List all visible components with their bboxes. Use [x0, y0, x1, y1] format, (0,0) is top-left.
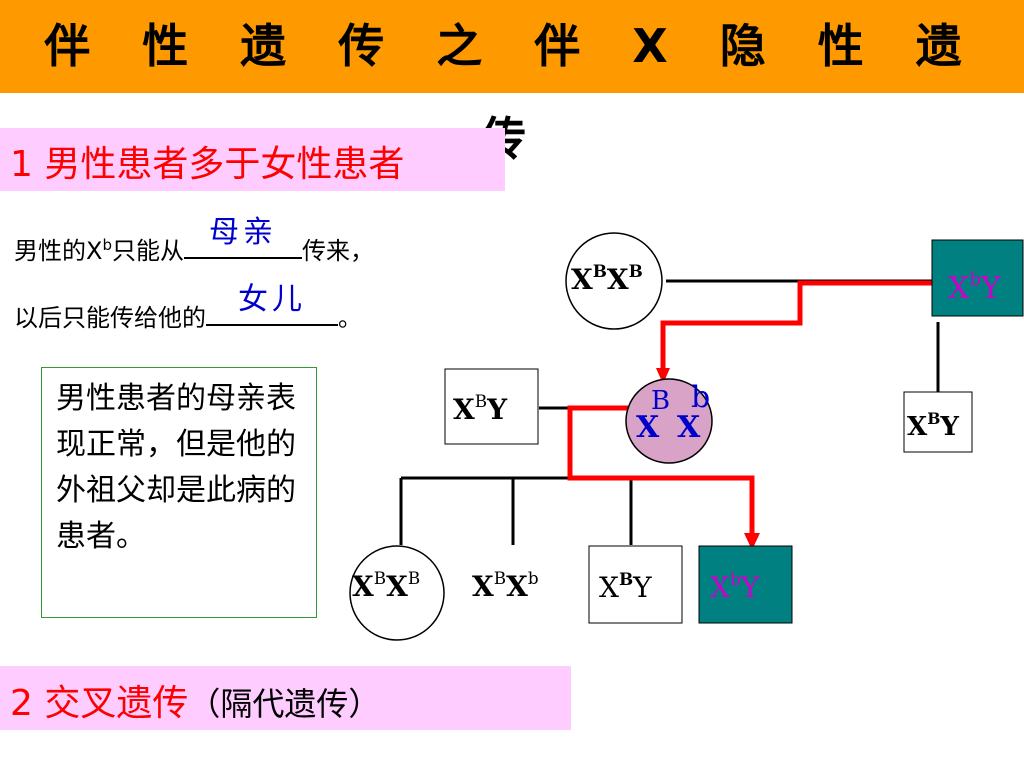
- line2-text-before: 以后只能传给他的: [14, 304, 206, 332]
- slide-title: 伴 性 遗 传 之 伴 X 隐 性 遗 传: [44, 19, 980, 166]
- grandfather-genotype: XbY: [948, 271, 1001, 306]
- grandmother-circle: [565, 232, 663, 330]
- c3-y: Y: [633, 571, 652, 604]
- father-genotype: XBY: [453, 393, 507, 426]
- gf-x: X: [948, 271, 970, 306]
- mother-x2: X: [677, 410, 701, 445]
- gm-allele2: B: [628, 261, 643, 281]
- mother-carrier-circle: [625, 378, 713, 464]
- child2-genotype: XBXb: [472, 570, 539, 603]
- section1-banner: [0, 128, 505, 191]
- grandfather-to-mother-arrow: [660, 280, 932, 370]
- blank-2-answer: 女儿: [238, 282, 306, 317]
- grandmother-genotype: XBXB: [571, 263, 643, 296]
- mother-to-son-arrow: [567, 405, 755, 535]
- c4-x: X: [710, 571, 730, 604]
- section1-heading: 1 男性患者多于女性患者: [10, 144, 405, 185]
- c2-x2: X: [506, 570, 528, 603]
- inheritance-path: [567, 280, 932, 535]
- title-bar: [0, 0, 1024, 93]
- father-allele: B: [474, 391, 488, 411]
- child1-daughter-circle: [349, 545, 445, 641]
- c1-allele1: B: [373, 568, 387, 588]
- arrowhead-to-affected-son: [744, 533, 760, 550]
- note-box: [41, 367, 317, 618]
- blank-1: 母亲: [183, 215, 302, 259]
- fill-in-line-1: 男性的Xb只能从母亲传来，: [14, 215, 374, 266]
- uncle-allele: B: [927, 408, 941, 428]
- c2-x1: X: [472, 570, 494, 603]
- note-text: 男性患者的母亲表现正常，但是他的外祖父却是此病的患者。: [56, 381, 296, 554]
- line1-text-before: 男性的X: [14, 237, 103, 265]
- c2-allele2: b: [527, 568, 539, 588]
- fill-in-line-2: 以后只能传给他的 女儿。: [14, 282, 362, 333]
- c3-x: X: [599, 571, 619, 604]
- gf-allele: b: [969, 269, 981, 291]
- uncle-square: [903, 391, 973, 453]
- uncle-x: X: [907, 412, 928, 442]
- gm-x2: X: [606, 263, 629, 296]
- gf-y: Y: [980, 271, 1001, 306]
- c2-allele1: B: [493, 568, 507, 588]
- mother-allele-b-upper: B: [651, 386, 671, 416]
- child4-affected-son-square: [698, 545, 793, 624]
- arrowhead-to-mother: [656, 368, 670, 384]
- line1-superscript: b: [102, 236, 112, 254]
- father-y: Y: [487, 393, 508, 426]
- c4-allele: b: [729, 569, 741, 589]
- mother-allele-b-lower: b: [691, 380, 711, 415]
- c4-y: Y: [740, 571, 760, 604]
- section2-heading: 2 交叉遗传（隔代遗传）: [10, 674, 380, 726]
- child4-genotype: XbY: [710, 571, 759, 604]
- line1-text-after: 传来，: [301, 237, 374, 265]
- father-square: [444, 368, 539, 445]
- child3-son-square: [588, 545, 683, 624]
- c1-allele2: B: [407, 568, 421, 588]
- c1-x1: X: [352, 570, 374, 603]
- father-x: X: [453, 393, 475, 426]
- grandfather-square: [931, 239, 1024, 317]
- child3-genotype: XBY: [599, 571, 652, 604]
- gm-allele1: B: [592, 261, 607, 281]
- line2-text-after: 。: [338, 304, 362, 332]
- section2-label: 2 交叉遗传: [10, 683, 189, 724]
- section2-banner: [0, 666, 571, 730]
- uncle-y: Y: [940, 412, 959, 442]
- c1-x2: X: [386, 570, 408, 603]
- blank-1-answer: 母亲: [208, 215, 277, 250]
- mother-x1: X: [636, 410, 660, 445]
- uncle-genotype: XBY: [907, 408, 959, 442]
- child1-genotype: XBXB: [352, 570, 420, 603]
- line1-text-mid: 只能从: [111, 237, 184, 265]
- gm-x1: X: [571, 263, 593, 296]
- section2-subtitle: （隔代遗传）: [188, 685, 381, 723]
- blank-2: 女儿: [206, 282, 338, 326]
- c3-allele: B: [618, 569, 634, 589]
